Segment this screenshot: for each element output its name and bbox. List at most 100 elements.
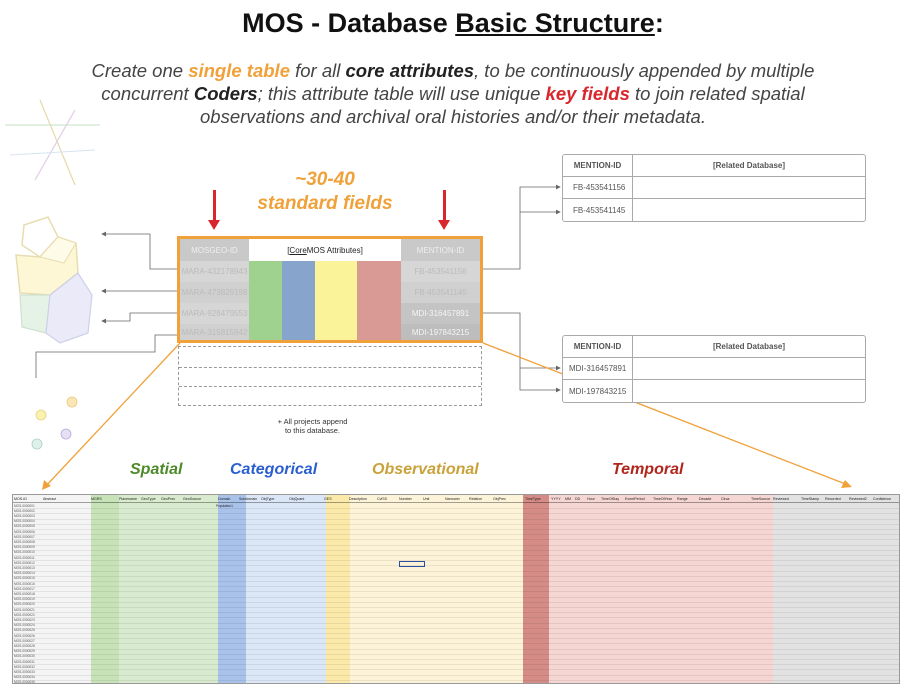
table-row: [13, 508, 899, 510]
table-row: [13, 581, 899, 582]
table-row: [13, 617, 899, 619]
row-id: MOS-0000026: [14, 633, 35, 638]
sheet-column-header: GES: [324, 497, 332, 501]
table-row: [13, 638, 899, 640]
spatial-stripe: [249, 261, 282, 340]
core-attribute-table: MOSGEO-ID [Core MOS Attributes] MENTION-…: [177, 236, 483, 343]
table-row: [13, 601, 899, 603]
row-id: MOS-0000006: [14, 529, 35, 534]
attributes-header: [Core MOS Attributes]: [249, 239, 401, 261]
table-row: [13, 633, 899, 634]
table-row: [13, 643, 899, 645]
row-id: MOS-0000008: [14, 539, 35, 544]
table-row: [13, 612, 899, 614]
sheet-column-header: Circa: [721, 497, 730, 501]
sheet-column-header: CvlSS: [377, 497, 387, 501]
observational-key-column: [326, 495, 350, 683]
row-id: MOS-0000035: [14, 680, 35, 684]
table-row: [13, 622, 899, 624]
row-id: MOS-0000017: [14, 586, 35, 591]
categorical-key-column: [218, 495, 246, 683]
row-id: MOS-0000027: [14, 638, 35, 643]
row-id: MOS-0000023: [14, 617, 35, 622]
sheet-column-header: Reviewed: [773, 497, 789, 501]
row-id: MOS-0000031: [14, 659, 35, 664]
key-field-arrow-right: [438, 190, 450, 230]
key-cell: MARA-315815942: [180, 324, 249, 340]
sheet-column-header: Recorded: [825, 497, 841, 501]
sheet-column-header: TimeOfDay: [601, 497, 620, 501]
table-row: [13, 534, 899, 536]
sheet-column-header: MOS-ID: [14, 497, 27, 501]
temporal-stripe: [357, 261, 401, 340]
selected-cell[interactable]: [399, 561, 425, 567]
mention-cell: MDI-316457891: [401, 303, 480, 324]
sheet-column-header: Unit: [423, 497, 430, 501]
row-id: MOS-0000005: [14, 524, 35, 529]
appended-rows-placeholder: [178, 346, 482, 406]
row-id: MOS-0000016: [14, 581, 35, 586]
sheet-column-header: Subdomain: [239, 497, 258, 501]
sheet-column-header: Narrower: [445, 497, 460, 501]
table-row: [13, 518, 899, 520]
sheet-column-header: TimeStamp: [801, 497, 820, 501]
row-id: MOS-0000032: [14, 664, 35, 669]
row-id: MOS-0000030: [14, 654, 35, 659]
related-key-header: MENTION-ID: [563, 336, 633, 358]
table-row: [13, 523, 899, 525]
table-row: [13, 570, 899, 572]
row-id: MOS-0000001: [14, 503, 35, 508]
row-id: MOS-0000003: [14, 513, 35, 518]
page-title: MOS - Database Basic Structure:: [242, 8, 664, 38]
table-row: [13, 679, 899, 681]
fields-count-label: ~30-40 standard fields: [257, 169, 393, 214]
related-value-cell: [633, 358, 865, 380]
table-row: [13, 596, 899, 598]
related-key-header: MENTION-ID: [563, 155, 633, 177]
row-id: MOS-0000029: [14, 649, 35, 654]
sheet-column-header: Description: [349, 497, 367, 501]
sheet-column-header: TimeType: [525, 497, 541, 501]
mention-cell: MDI-197843215: [401, 324, 480, 340]
table-row: [13, 513, 899, 515]
related-key-cell: FB-453541145: [563, 199, 633, 221]
map-illustration: [15, 216, 93, 344]
sheet-column-header: YYYY: [551, 497, 561, 501]
row-id: MOS-0000007: [14, 534, 35, 539]
table-row: [13, 591, 899, 593]
row-id: MOS-0000021: [14, 607, 35, 612]
mention-column-header: MENTION-ID: [401, 239, 480, 261]
table-row: [13, 539, 899, 541]
table-row: [13, 653, 899, 655]
append-note: + All projects append to this database.: [277, 417, 348, 435]
table-row: [13, 648, 899, 650]
observational-columns: [350, 495, 523, 683]
row-id: MOS-0000010: [14, 550, 35, 555]
table-row: [13, 560, 899, 562]
sheet-column-header: MM: [565, 497, 571, 501]
row-id: MOS-0000024: [14, 623, 35, 628]
sheet-column-header: Reviewed2: [849, 497, 867, 501]
temporal-key-column: [523, 495, 549, 683]
sheet-column-header: Abstract: [43, 497, 57, 501]
first-domain-value: Population1: [216, 504, 233, 508]
spatial-key-column: [91, 495, 119, 683]
row-id: MOS-0000011: [14, 555, 35, 560]
key-cell: MARA-432178943: [180, 261, 249, 282]
sheet-column-header: Number: [399, 497, 412, 501]
table-row: [13, 664, 899, 666]
sheet-column-header: GeoPrec: [161, 497, 176, 501]
sheet-column-header: Confidence: [873, 497, 892, 501]
row-id: MOS-0000019: [14, 597, 35, 602]
table-row: [13, 669, 899, 671]
sheet-column-header: GeoSource: [183, 497, 202, 501]
metadata-columns: [773, 495, 899, 683]
key-column-header: MOSGEO-ID: [180, 239, 249, 261]
id-column: [13, 495, 91, 683]
related-value-cell: [633, 177, 865, 199]
related-key-cell: MDI-197843215: [563, 380, 633, 402]
mention-cell: FB-453541156: [401, 261, 480, 282]
row-id: MOS-0000033: [14, 669, 35, 674]
